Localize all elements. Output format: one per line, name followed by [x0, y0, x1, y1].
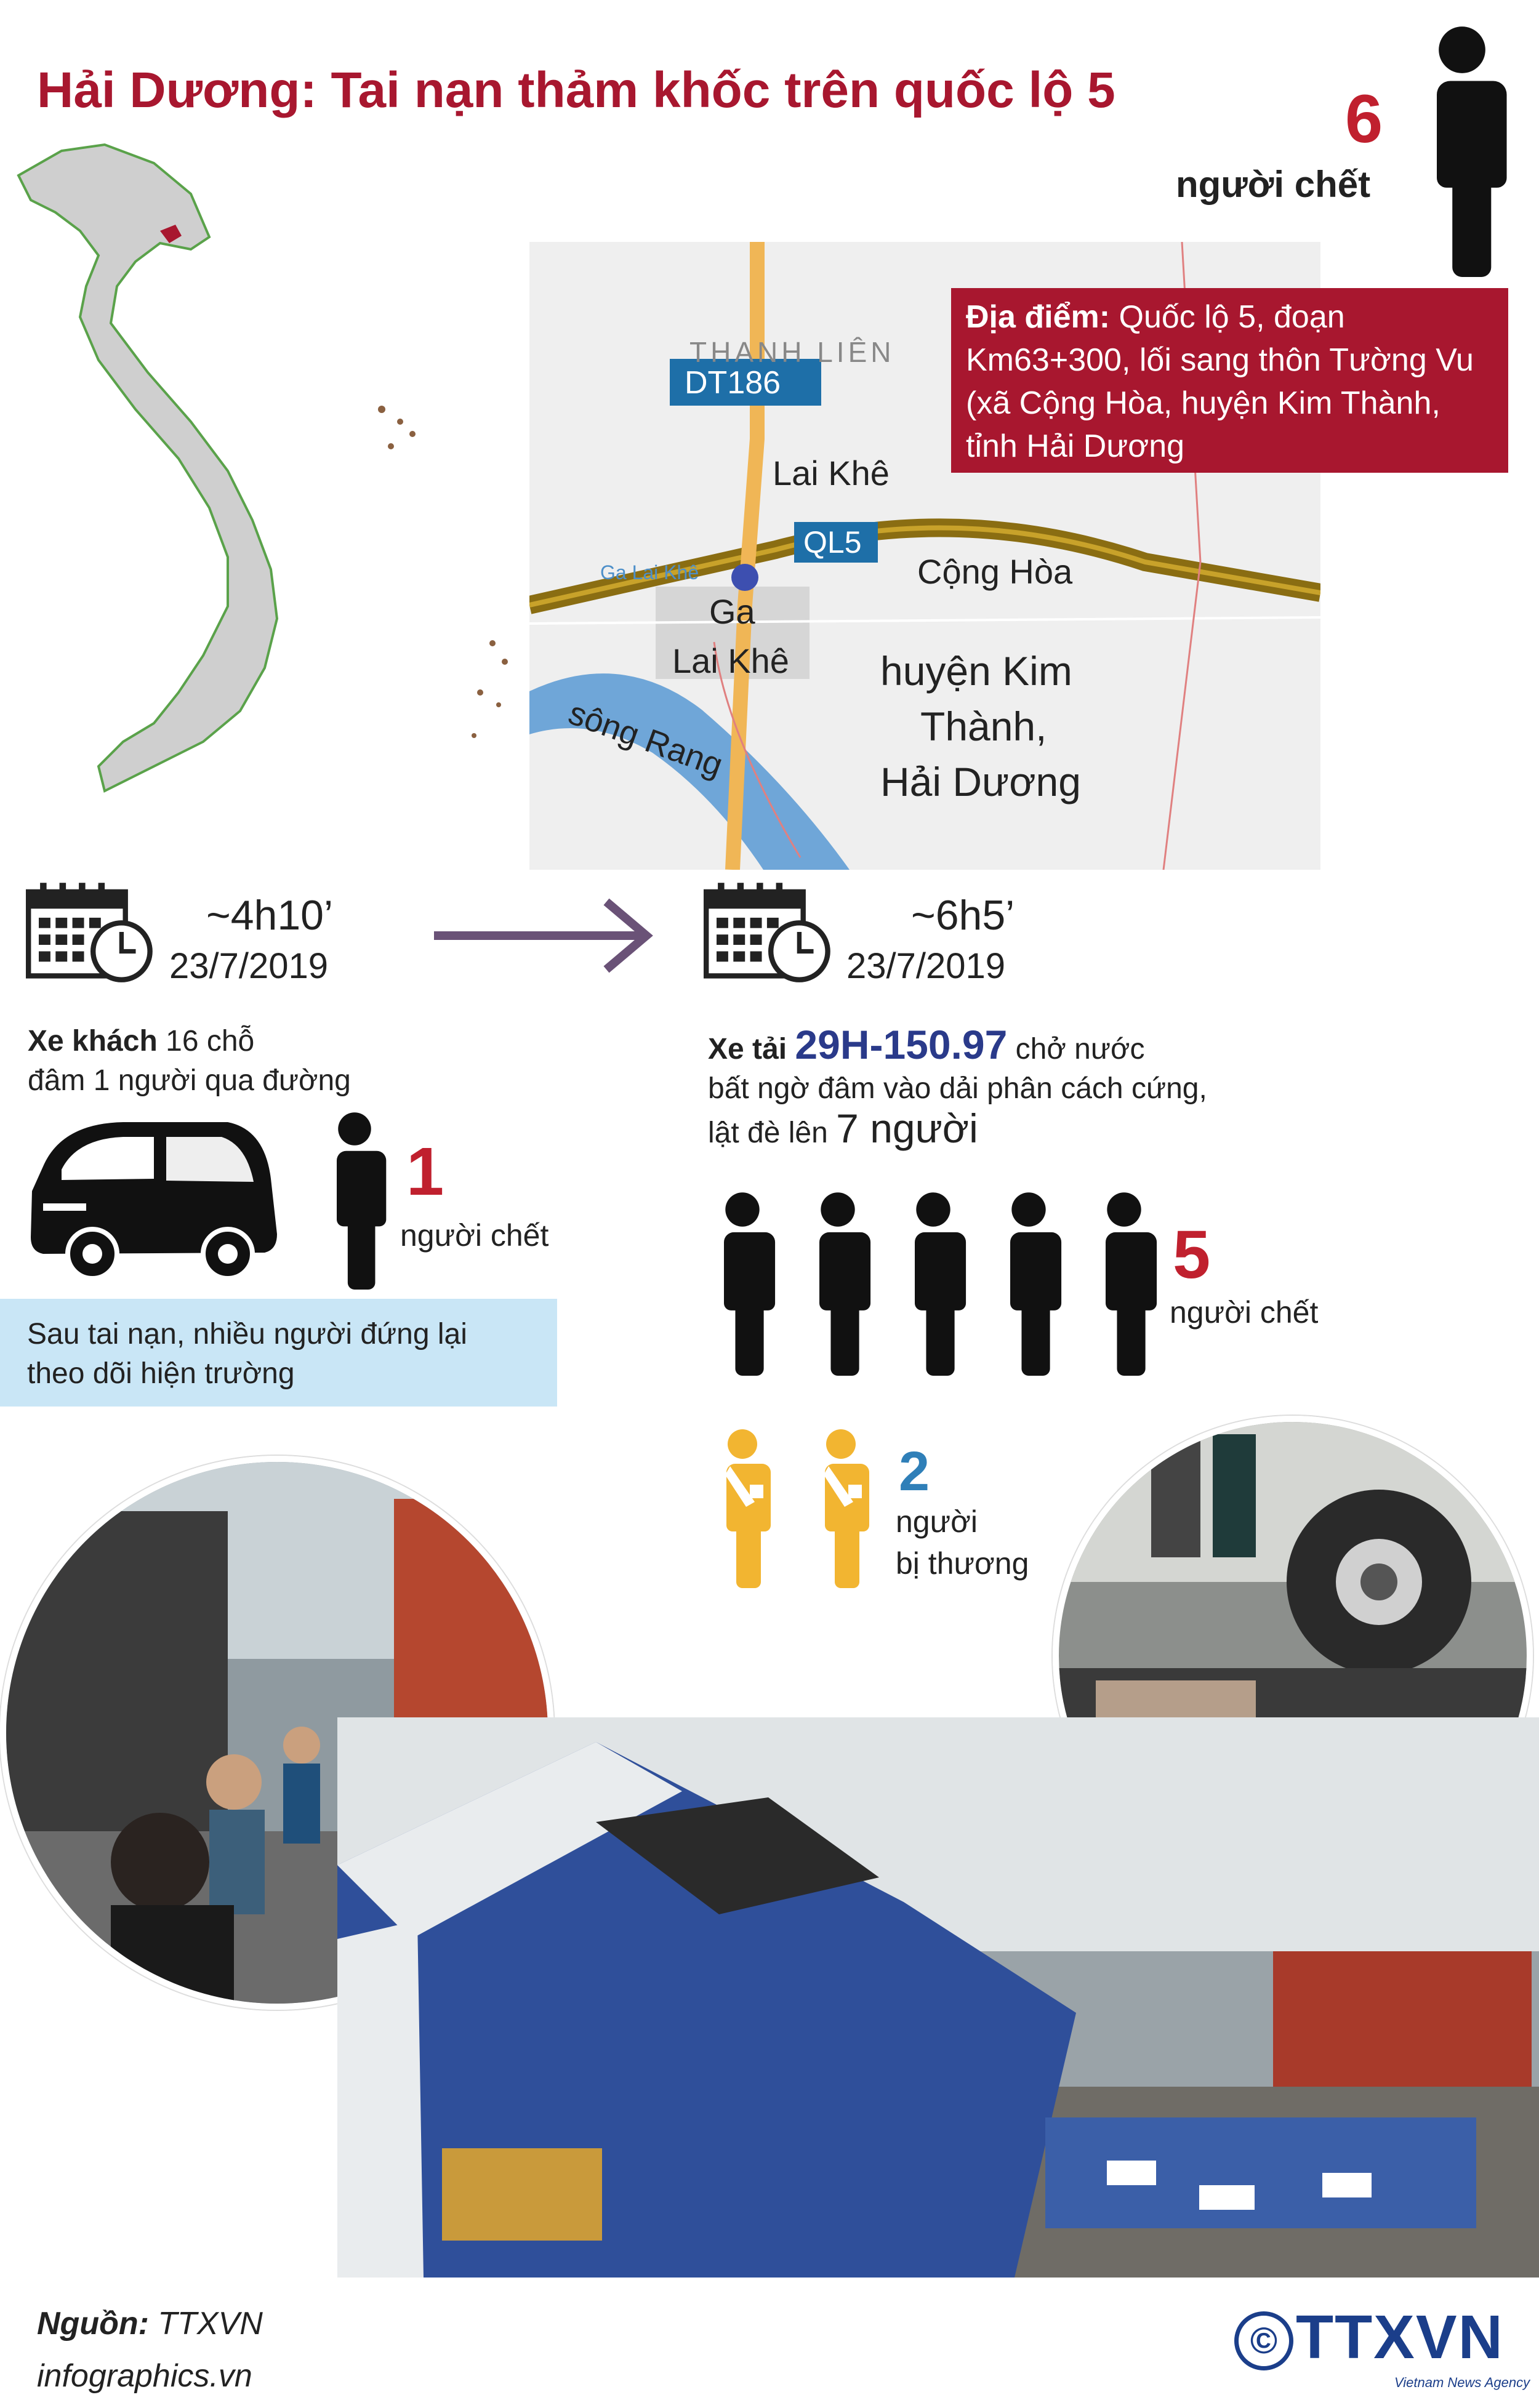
- injured-person-icon: [705, 1428, 780, 1588]
- event1-note-box: Sau tai nạn, nhiều người đứng lại theo d…: [0, 1299, 557, 1407]
- person-icon: [705, 1191, 780, 1376]
- website-link[interactable]: infographics.vn: [37, 2358, 252, 2394]
- person-icon: [800, 1191, 875, 1376]
- calendar-clock-icon: [26, 880, 155, 984]
- event1-vehicle-rest: 16 chỗ: [157, 1025, 255, 1058]
- location-box: Địa điểm: Quốc lộ 5, đoạn Km63+300, lối …: [951, 288, 1508, 473]
- event2-injured-number: 2: [899, 1441, 930, 1503]
- map-label-lai-khe: Lai Khê: [773, 454, 890, 492]
- event2-time: ~6h5’: [911, 892, 1015, 939]
- total-deaths-number: 6: [1345, 81, 1383, 157]
- event2-deaths-label: người chết: [1170, 1295, 1319, 1330]
- vietnam-map: [17, 143, 508, 793]
- event1-vehicle-bold: Xe khách: [28, 1025, 158, 1058]
- total-deaths-label: người chết: [1176, 164, 1371, 205]
- event2-description: Xe tải 29H-150.97 chở nước bất ngờ đâm v…: [708, 1022, 1262, 1153]
- person-icon: [320, 1111, 389, 1290]
- person-icon: [991, 1191, 1066, 1376]
- copyright-icon: ©: [1234, 2311, 1293, 2370]
- event1-line2: đâm 1 người qua đường: [28, 1064, 351, 1097]
- photo-truck: [337, 1717, 1539, 2278]
- event1-time: ~4h10’: [206, 892, 334, 939]
- ttxvn-logo: TTXVN: [1296, 2303, 1504, 2372]
- road-label-dt186: DT186: [685, 365, 781, 401]
- map-label-station-line1: Ga: [709, 592, 756, 631]
- event2-line3a: lật đè lên: [708, 1117, 837, 1149]
- event2-date: 23/7/2019: [846, 946, 1006, 986]
- event1-deaths-label: người chết: [400, 1218, 549, 1253]
- van-icon: [31, 1122, 277, 1281]
- event2-vehicle-rest: chở nước: [1007, 1033, 1145, 1066]
- map-label-district-line1: huyện Kim: [880, 648, 1072, 694]
- event2-injured-label-2: bị thương: [896, 1546, 1029, 1581]
- page-title: Hải Dương: Tai nạn thảm khốc trên quốc l…: [37, 62, 1115, 118]
- event2-line3b: 7 người: [836, 1106, 978, 1151]
- event2-vehicle-bold: Xe tải: [708, 1033, 787, 1066]
- event1-date: 23/7/2019: [169, 946, 329, 986]
- event2-injured-label-1: người: [896, 1504, 978, 1539]
- map-label-thanh-lien: THANH LIÊN: [689, 336, 894, 368]
- person-icon: [1087, 1191, 1162, 1376]
- person-icon: [896, 1191, 971, 1376]
- map-label-station-small: Ga Lai Khê: [600, 561, 699, 584]
- event2-plate: 29H-150.97: [795, 1022, 1008, 1067]
- map-label-station-line2: Lai Khê: [672, 641, 789, 680]
- source-label: Nguồn:: [37, 2306, 149, 2342]
- event1-description: Xe khách 16 chỗ đâm 1 người qua đường: [28, 1022, 351, 1101]
- road-label-ql5: QL5: [803, 525, 862, 560]
- map-label-district-line3: Hải Dương: [880, 759, 1081, 805]
- location-text: Quốc lộ 5, đoạn Km63+300, lối sang thôn …: [966, 299, 1474, 464]
- calendar-clock-icon: [704, 880, 833, 984]
- source-name: TTXVN: [148, 2306, 263, 2342]
- event2-line2: bất ngờ đâm vào dải phân cách cứng,: [708, 1072, 1207, 1105]
- source-credit: Nguồn: TTXVN: [37, 2305, 263, 2342]
- injured-person-icon: [803, 1428, 878, 1588]
- location-heading: Địa điểm:: [966, 299, 1111, 335]
- map-label-district-line2: Thành,: [920, 704, 1047, 749]
- agency-name: Vietnam News Agency: [1394, 2375, 1530, 2390]
- person-icon: [1413, 25, 1511, 277]
- event1-note-text: Sau tai nạn, nhiều người đứng lại theo d…: [27, 1318, 467, 1390]
- event1-deaths-number: 1: [406, 1134, 444, 1210]
- event2-deaths-number: 5: [1173, 1217, 1211, 1293]
- arrow-right-icon: [434, 898, 653, 973]
- map-label-cong-hoa: Cộng Hòa: [917, 552, 1073, 591]
